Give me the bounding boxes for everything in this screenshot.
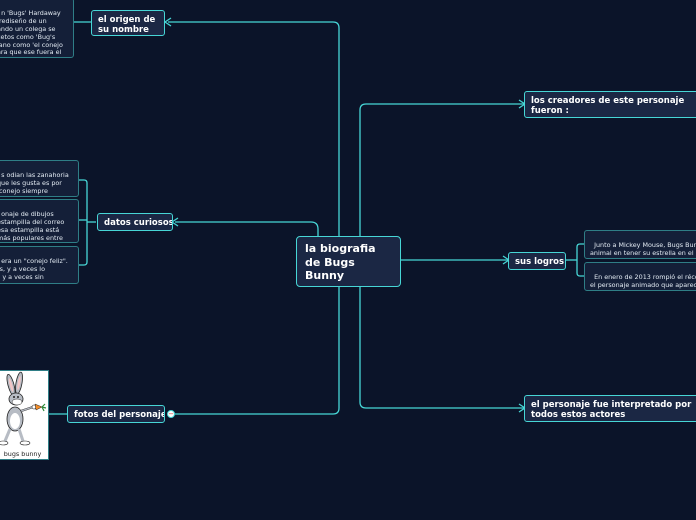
- branch-logros-label: sus logros: [515, 257, 564, 267]
- note-logros-1-text: Junto a Mickey Mouse, Bugs Bunny animal …: [590, 241, 696, 259]
- image-caption: bugs bunny: [0, 450, 48, 458]
- note-datos-2-text: onaje de dibujos estampilla del correo e…: [0, 210, 64, 242]
- note-logros-2-text: En enero de 2013 rompió el récor el pers…: [590, 273, 696, 291]
- note-datos-3[interactable]: era un "conejo feliz". rs, y a veces lo …: [0, 246, 79, 284]
- branch-actores-label: el personaje fue interpretado por todos …: [531, 400, 691, 420]
- note-logros-2[interactable]: En enero de 2013 rompió el récor el pers…: [584, 262, 696, 291]
- branch-datos-label: datos curiosos: [104, 218, 173, 228]
- note-datos-1[interactable]: s odian las zanahoria que les gusta es p…: [0, 160, 79, 197]
- branch-datos-curiosos[interactable]: datos curiosos: [97, 213, 173, 231]
- branch-fotos-label: fotos del personaje: [74, 410, 165, 420]
- note-origen-text: n 'Bugs' Hardaway rediseño de un ando un…: [0, 9, 63, 57]
- branch-actores[interactable]: el personaje fue interpretado por todos …: [524, 395, 696, 422]
- branch-creadores-label: los creadores de este personaje fueron :: [531, 96, 684, 116]
- branch-origen[interactable]: el origen de su nombre: [91, 10, 165, 36]
- note-datos-1-text: s odian las zanahoria que les gusta es p…: [0, 171, 69, 197]
- note-datos-2[interactable]: onaje de dibujos estampilla del correo e…: [0, 199, 79, 243]
- collapse-toggle-icon[interactable]: −: [167, 410, 175, 418]
- branch-logros[interactable]: sus logros: [508, 252, 566, 270]
- branch-origen-label: el origen de su nombre: [98, 15, 155, 35]
- branch-fotos[interactable]: fotos del personaje: [67, 405, 165, 423]
- note-datos-3-text: era un "conejo feliz". rs, y a veces lo …: [0, 257, 68, 281]
- note-origen[interactable]: n 'Bugs' Hardaway rediseño de un ando un…: [0, 0, 74, 58]
- central-topic[interactable]: la biografia de Bugs Bunny: [296, 236, 401, 287]
- branch-creadores[interactable]: los creadores de este personaje fueron :: [524, 91, 696, 118]
- image-bugs-bunny[interactable]: bugs bunny: [0, 370, 49, 460]
- note-logros-1[interactable]: Junto a Mickey Mouse, Bugs Bunny animal …: [584, 230, 696, 259]
- central-topic-label: la biografia de Bugs Bunny: [305, 242, 376, 282]
- bugs-bunny-illustration-icon: [0, 371, 49, 449]
